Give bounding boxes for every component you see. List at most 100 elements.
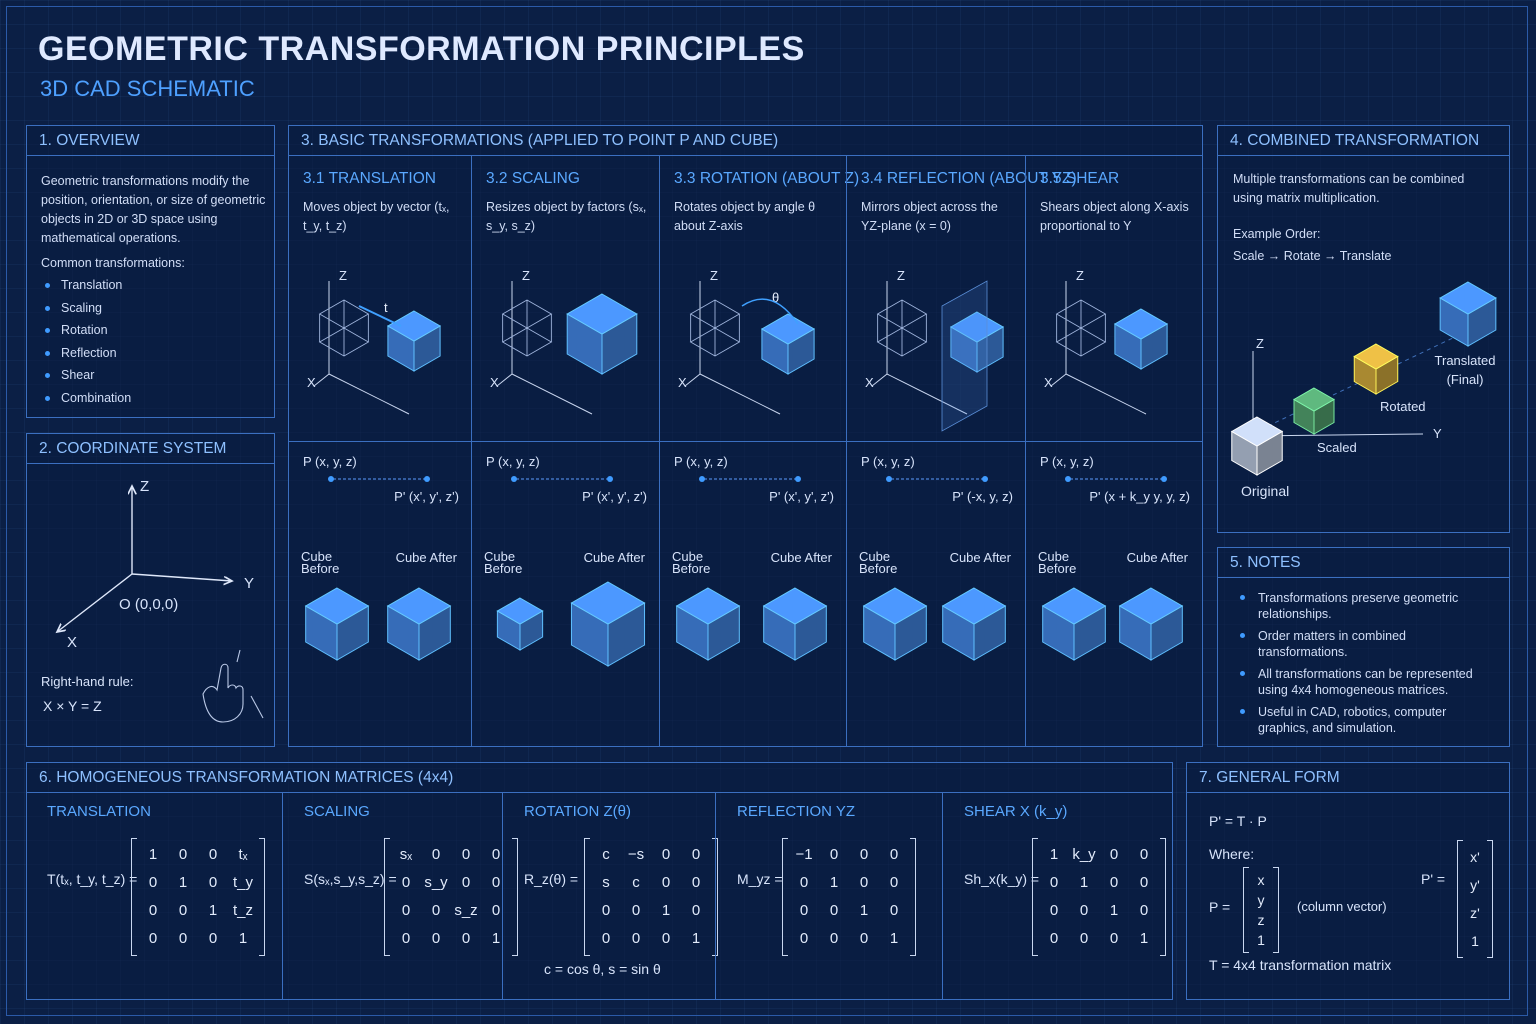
divider	[1026, 441, 1202, 442]
matrix-cell: 0	[829, 846, 839, 863]
column-divider	[502, 793, 503, 999]
scaled-label: Scaled	[1317, 440, 1357, 455]
wire-cube-icon	[689, 299, 741, 357]
matrix-cell: 0	[208, 846, 218, 863]
matrix-cell: 0	[178, 930, 188, 947]
column-divider	[282, 793, 283, 999]
matrix-cell: −s	[627, 846, 645, 863]
point-p-prime-label: P' (x', y', z')	[582, 489, 647, 504]
matrix-cell: s_y	[424, 874, 448, 891]
p-prime-vector: x' y' z' 1	[1457, 840, 1493, 958]
axis-x-label: X	[490, 375, 499, 390]
wire-cube-icon	[501, 299, 553, 357]
matrix-cell: 0	[178, 902, 188, 919]
matrix-label: R_z(θ) =	[524, 871, 579, 887]
matrix-cell: 0	[661, 930, 671, 947]
matrix-cell: 0	[1109, 846, 1119, 863]
matrix-cell: 0	[1139, 902, 1149, 919]
p-column-vector: x y z 1	[1243, 867, 1279, 953]
point-p-label: P (x, y, z)	[1040, 454, 1094, 469]
matrix-cell: 1	[1049, 846, 1059, 863]
subpanel-description: Resizes object by factors (sₓ, s_y, s_z)	[486, 200, 647, 233]
matrix-cell: 0	[691, 846, 701, 863]
wire-cube-icon	[1055, 299, 1107, 357]
cube-after-label: Cube After	[395, 550, 457, 565]
page-title: GEOMETRIC TRANSFORMATION PRINCIPLES	[38, 30, 805, 68]
basic-subpanels: 3.1 TRANSLATION Moves object by vector (t…	[289, 156, 1202, 746]
list-item: Translation	[41, 274, 261, 297]
subpanel-1: 3.1 TRANSLATION Moves object by vector (t…	[289, 156, 471, 746]
coordinate-panel: 2. COORDINATE SYSTEM Z Y X O (0,0,0) Rig…	[26, 433, 275, 747]
matrix-cell: 0	[661, 846, 671, 863]
matrix-title: SCALING	[304, 803, 370, 820]
subpanel-description: Moves object by vector (tₓ, t_y, t_z)	[303, 200, 450, 233]
cube-after-label: Cube After	[583, 550, 645, 565]
subpanel-3: 3.3 ROTATION (ABOUT Z)Rotates object by …	[659, 156, 859, 746]
matrix-cell: s_z	[454, 902, 478, 919]
list-item: Transformations preserve geometric relat…	[1236, 590, 1486, 622]
list-item: Shear	[41, 364, 261, 387]
notes-heading: 5. NOTES	[1218, 548, 1509, 578]
cube-before-icon	[675, 587, 741, 661]
matrix-cell: 1	[1109, 902, 1119, 919]
matrix-cell: t_z	[232, 902, 253, 919]
cube-after-label: Cube After	[949, 550, 1011, 565]
matrix-cell: 0	[401, 874, 411, 891]
matrix-cell: 1	[148, 846, 158, 863]
matrices-heading: 6. HOMOGENEOUS TRANSFORMATION MATRICES (…	[27, 763, 1172, 793]
matrix-cell: 0	[1049, 874, 1059, 891]
divider	[289, 441, 471, 442]
matrix-label: M_yz =	[737, 871, 783, 887]
axis-z-label: Z	[339, 268, 347, 283]
point-p-icon	[886, 476, 892, 482]
notes-list: Transformations preserve geometric relat…	[1236, 590, 1486, 742]
axis-x-label: X	[67, 634, 78, 651]
basic-heading: 3. BASIC TRANSFORMATIONS (APPLIED TO POI…	[289, 126, 1202, 156]
subpanel-description: Shears object along X-axis proportional …	[1040, 200, 1189, 233]
right-hand-rule-formula: X × Y = Z	[43, 698, 102, 714]
matrix-cell: 0	[431, 930, 441, 947]
cube-before-label: Cube Before	[301, 549, 340, 576]
cube-before-icon	[1041, 587, 1107, 661]
t-definition: T = 4x4 transformation matrix	[1209, 957, 1392, 973]
matrix-label: S(sₓ,s_y,s_z) =	[304, 871, 397, 887]
point-p-prime-label: P' (x', y', z')	[394, 489, 459, 504]
transformed-cube-icon	[1113, 308, 1169, 370]
vector-cell: z'	[1470, 905, 1480, 921]
axes-icon	[1050, 281, 1147, 415]
point-p-prime-label: P' (x', y', z')	[769, 489, 834, 504]
subpanel-title: 3.1 TRANSLATION	[303, 170, 436, 187]
matrix-cell: 0	[859, 846, 869, 863]
matrix-cell: 0	[859, 874, 869, 891]
overview-list-intro: Common transformations:	[41, 256, 185, 270]
combined-diagram	[1230, 281, 1497, 476]
transformed-cube-icon	[386, 310, 442, 372]
subpanel-4: 3.4 REFLECTION (ABOUT YZ)Mirrors object …	[846, 156, 1077, 746]
matrix-cell: 0	[889, 874, 899, 891]
matrix-cell: 0	[401, 902, 411, 919]
cube-after-icon	[1118, 587, 1184, 661]
divider	[472, 441, 659, 442]
axes-icon	[496, 281, 593, 415]
matrix-cell: 0	[799, 902, 809, 919]
matrix-cell: 0	[148, 902, 158, 919]
axis-x-label: X	[307, 375, 316, 390]
matrix-title: SHEAR X (k_y)	[964, 803, 1068, 820]
matrix-cell: 1	[238, 930, 248, 947]
matrix-title: ROTATION Z(θ)	[524, 803, 631, 820]
column-divider	[715, 793, 716, 999]
matrix-cell: 0	[799, 930, 809, 947]
matrix-cell: 0	[1109, 874, 1119, 891]
overview-text: Geometric transformations modify the pos…	[41, 174, 266, 245]
subpanel-diagram	[496, 281, 646, 667]
